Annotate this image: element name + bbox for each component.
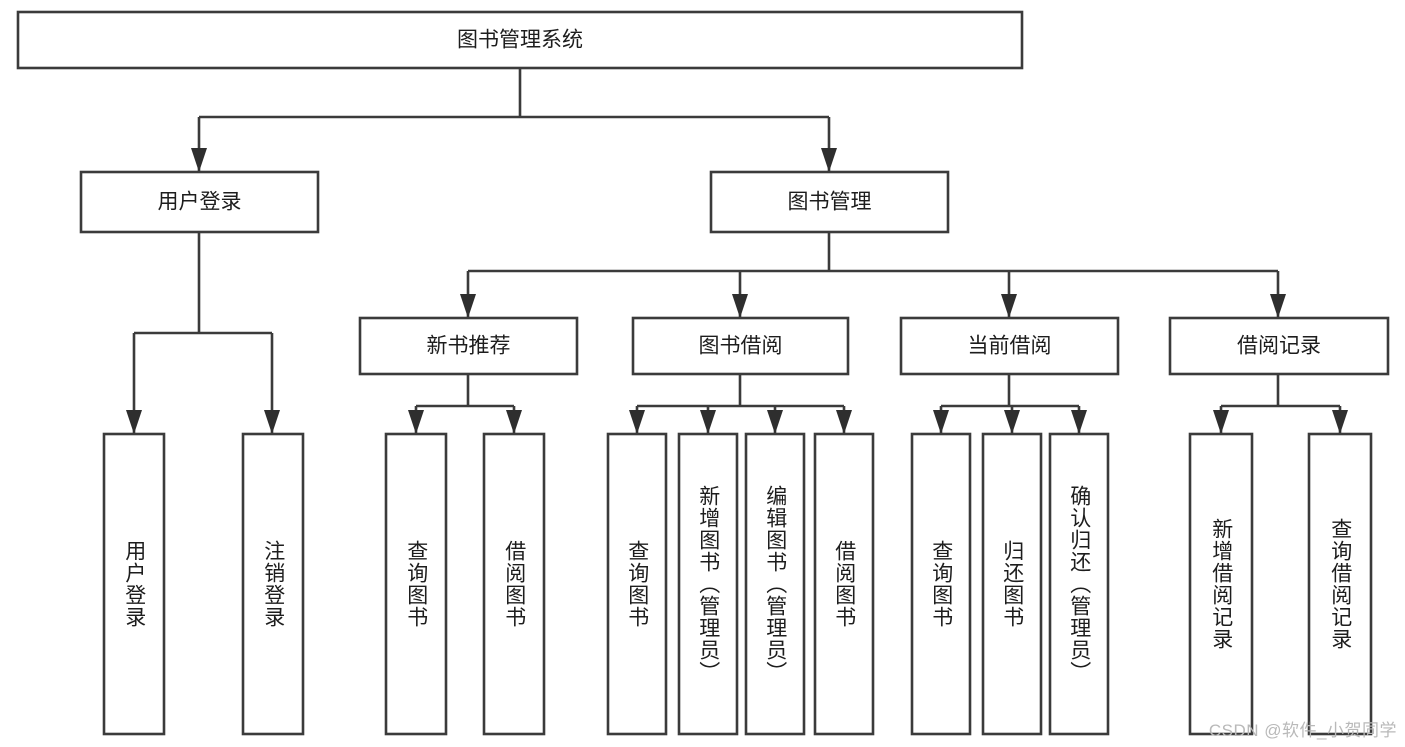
leaf-box-leaf-borrow-book-bor[interactable] bbox=[813, 432, 875, 736]
leaf-box-leaf-edit-book[interactable] bbox=[744, 432, 806, 736]
leaf-box-leaf-add-book[interactable] bbox=[677, 432, 739, 736]
arrow-head-icon bbox=[821, 148, 837, 172]
arrow-head-icon bbox=[408, 410, 424, 434]
arrow-head-icon bbox=[1213, 410, 1229, 434]
arrow-head-icon bbox=[700, 410, 716, 434]
arrow-head-icon bbox=[1001, 294, 1017, 318]
leaf-box-leaf-borrow-book-rec[interactable] bbox=[482, 432, 546, 736]
leaf-box-leaf-query-book-rec[interactable] bbox=[384, 432, 448, 736]
node-new-book-recommend[interactable]: 新书推荐 bbox=[358, 316, 579, 376]
arrow-head-icon bbox=[629, 410, 645, 434]
arrow-head-icon bbox=[506, 410, 522, 434]
node-root-system[interactable]: 图书管理系统 bbox=[16, 10, 1024, 70]
node-borrow-record[interactable]: 借阅记录 bbox=[1168, 316, 1390, 376]
root-box[interactable] bbox=[16, 10, 1024, 70]
root-label: 图书管理系统 bbox=[457, 29, 583, 52]
arrow-head-icon bbox=[1071, 410, 1087, 434]
arrowhead-layer bbox=[126, 148, 1348, 434]
level3-box-new-book-recommend[interactable] bbox=[358, 316, 579, 376]
arrow-head-icon bbox=[191, 148, 207, 172]
leaf-layer bbox=[102, 432, 1373, 736]
leaf-box-leaf-user-logout[interactable] bbox=[241, 432, 305, 736]
arrow-head-icon bbox=[460, 294, 476, 318]
level3-box-current-borrow[interactable] bbox=[899, 316, 1120, 376]
level2-label-user-login: 用户登录 bbox=[158, 191, 242, 214]
leaf-box-leaf-return-book[interactable] bbox=[981, 432, 1043, 736]
leaf-box-leaf-query-book-cur[interactable] bbox=[910, 432, 972, 736]
leaf-box-leaf-confirm-return[interactable] bbox=[1048, 432, 1110, 736]
arrow-head-icon bbox=[1332, 410, 1348, 434]
level2-layer: 用户登录 图书管理 bbox=[79, 170, 950, 234]
level3-label-new-book-recommend: 新书推荐 bbox=[427, 335, 511, 358]
arrow-head-icon bbox=[1270, 294, 1286, 318]
node-book-borrow[interactable]: 图书借阅 bbox=[631, 316, 850, 376]
node-book-manage[interactable]: 图书管理 bbox=[709, 170, 950, 234]
node-current-borrow[interactable]: 当前借阅 bbox=[899, 316, 1120, 376]
node-user-login[interactable]: 用户登录 bbox=[79, 170, 320, 234]
level3-box-borrow-record[interactable] bbox=[1168, 316, 1390, 376]
watermark-text: CSDN @软件_小贺同学 bbox=[1208, 721, 1397, 740]
leaf-box-leaf-user-login[interactable] bbox=[102, 432, 166, 736]
level3-box-book-borrow[interactable] bbox=[631, 316, 850, 376]
level3-label-current-borrow: 当前借阅 bbox=[968, 335, 1052, 358]
leaf-box-leaf-query-book-bor[interactable] bbox=[606, 432, 668, 736]
arrow-head-icon bbox=[836, 410, 852, 434]
leaf-box-leaf-query-record[interactable] bbox=[1307, 432, 1373, 736]
leaf-box-leaf-add-record[interactable] bbox=[1188, 432, 1254, 736]
level2-box-book-manage[interactable] bbox=[709, 170, 950, 234]
arrow-head-icon bbox=[732, 294, 748, 318]
level2-box-user-login[interactable] bbox=[79, 170, 320, 234]
level3-layer: 新书推荐 图书借阅 当前借阅 借阅记录 bbox=[358, 316, 1390, 376]
arrow-head-icon bbox=[126, 410, 142, 434]
level3-label-book-borrow: 图书借阅 bbox=[699, 335, 783, 358]
arrow-head-icon bbox=[933, 410, 949, 434]
arrow-head-icon bbox=[264, 410, 280, 434]
arrow-head-icon bbox=[1004, 410, 1020, 434]
level3-label-borrow-record: 借阅记录 bbox=[1237, 335, 1321, 358]
arrow-head-icon bbox=[767, 410, 783, 434]
connector-layer bbox=[132, 68, 1342, 434]
level2-label-book-manage: 图书管理 bbox=[788, 191, 872, 214]
